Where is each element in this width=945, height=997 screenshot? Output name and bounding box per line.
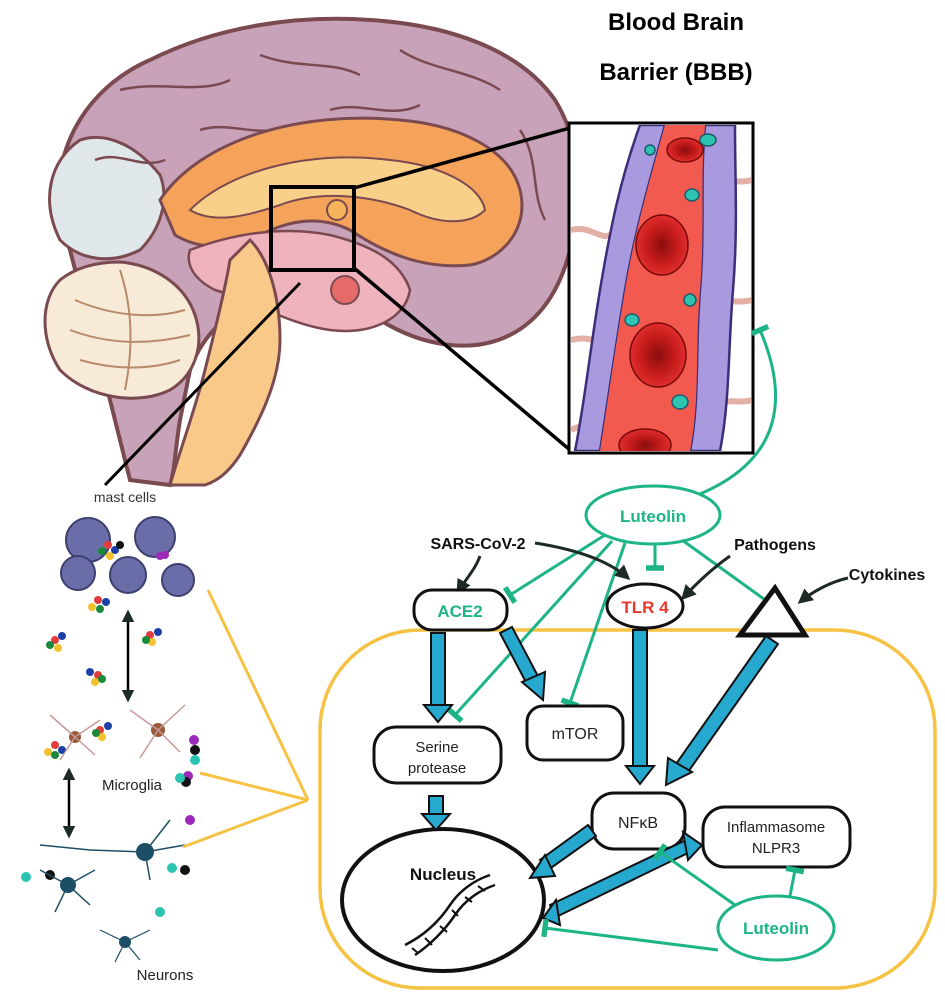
cell-connector-lines (182, 589, 310, 849)
luteolin-top-label: Luteolin (620, 507, 686, 526)
inflammasome-line1: Inflammasome (727, 819, 825, 836)
tlr4-label: TLR 4 (621, 598, 669, 617)
sars-label: SARS-CoV-2 (430, 536, 525, 553)
microglia-icon (49, 704, 186, 761)
neuron-icon (39, 819, 186, 963)
inhibit-bbb (699, 323, 778, 496)
mast-cell-icon (60, 516, 195, 597)
zoom-line-top (353, 126, 571, 190)
cytokines-label: Cytokines (849, 567, 926, 584)
nfkb-label: NFκB (618, 815, 658, 832)
brain-zoom-box (269, 185, 356, 272)
mast-cells-label: mast cells (94, 489, 156, 505)
title-line2: Barrier (BBB) (599, 59, 752, 86)
dna-icon (404, 873, 496, 957)
arrow-nfkb-nucleus (528, 823, 598, 880)
cell-membrane (318, 628, 937, 990)
arrow-tlr4-nfkb (623, 629, 657, 786)
zoom-line-cells (103, 281, 302, 487)
arrow-cytokine-nfkb (664, 634, 780, 787)
title-line1: Blood Brain (608, 9, 744, 36)
ace2-node (412, 588, 509, 632)
cytokine-receptor-triangle (735, 583, 810, 638)
arrow-serine-nucleus (419, 795, 453, 832)
brain-illustration (43, 16, 581, 488)
luteolin-bottom-node (716, 894, 836, 962)
cell-double-arrows (62, 609, 135, 839)
tlr4-node (605, 582, 685, 630)
inflammasome-line2: NLPR3 (752, 840, 800, 857)
arrow-ace2-serine (421, 632, 455, 724)
serine-protease-node (372, 725, 503, 785)
mtor-node (525, 704, 625, 762)
arrow-ace2-mtor (498, 625, 547, 703)
zoom-line-bottom (352, 266, 572, 452)
blood-vessel-illustration (567, 121, 755, 455)
nucleus-node (340, 827, 546, 973)
luteolin-top-node (584, 484, 722, 546)
serine-line2: protease (408, 760, 466, 777)
nfkb-node (590, 791, 687, 851)
ace2-label: ACE2 (437, 602, 482, 621)
serine-line1: Serine (415, 739, 458, 756)
microglia-label: Microglia (102, 777, 163, 794)
luteolin-bottom-label: Luteolin (743, 919, 809, 938)
neurons-label: Neurons (137, 967, 194, 984)
pathogens-label: Pathogens (734, 537, 816, 554)
nucleus-label: Nucleus (410, 865, 476, 884)
mtor-label: mTOR (552, 726, 599, 743)
pathway-arrows (419, 625, 780, 927)
luteolin-bottom-inhibitions (541, 843, 805, 952)
input-arrows (456, 541, 849, 604)
granule-clusters (21, 541, 200, 917)
inflammasome-node (701, 805, 852, 869)
